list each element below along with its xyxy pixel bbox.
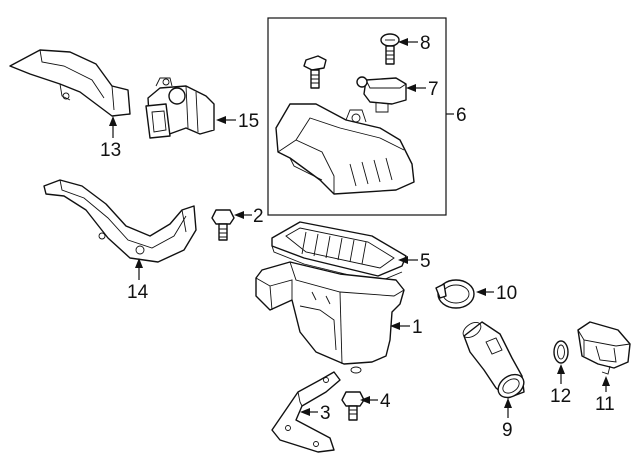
callout-5: 5 [420,251,431,272]
part-4-bolt[interactable] [341,391,365,421]
callout-3: 3 [320,403,331,424]
callout-6: 6 [456,105,467,126]
callout-15: 15 [238,111,259,132]
part-3-bracket[interactable] [271,371,341,453]
part-9-flow-tube[interactable] [460,319,528,402]
part-10-clamp[interactable] [435,279,475,309]
part-7-sensor[interactable] [356,76,407,113]
callout-1: 1 [412,317,423,338]
leader-lines [109,38,610,418]
part-2-bolt[interactable] [211,209,235,241]
part-14-intake-duct[interactable] [43,179,197,263]
callout-7: 7 [428,79,439,100]
cover-bolt[interactable] [303,55,327,89]
part-5-filter-element[interactable] [271,221,407,283]
callout-4: 4 [380,391,391,412]
callout-14: 14 [127,282,149,303]
part-8-screw[interactable] [380,33,400,65]
callout-11: 11 [595,394,615,415]
part-12-ring[interactable] [553,340,569,364]
callout-2: 2 [253,206,264,227]
part-11-airflow-sensor[interactable] [577,321,631,375]
part-6-cleaner-cover[interactable] [275,103,415,195]
callout-8: 8 [420,33,431,54]
part-13-intake-duct[interactable] [9,49,131,117]
callout-12: 12 [550,386,571,407]
cover-assembly-group-box [267,17,447,216]
part-1-cleaner-case[interactable] [255,261,405,374]
part-15-resonator[interactable] [145,77,215,139]
callout-13: 13 [100,140,121,161]
callout-10: 10 [496,283,517,304]
callout-9: 9 [502,420,513,441]
